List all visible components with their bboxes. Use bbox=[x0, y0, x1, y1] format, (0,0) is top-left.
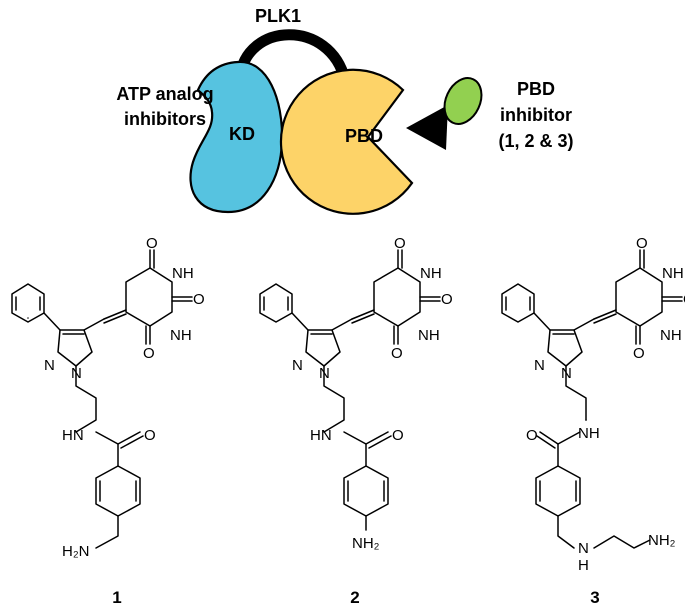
compound-3-atom-n: N bbox=[534, 357, 545, 374]
compound-2-atom-n: N bbox=[292, 357, 303, 374]
pbd-inhibitor-label-line1: PBD bbox=[517, 79, 555, 99]
compound-1-atom-o3: O bbox=[143, 345, 155, 362]
compound-3-atoms: N N O NH O NH O NH O N H NH₂ bbox=[526, 235, 685, 574]
compound-2-structure: N N O NH O NH O HN O NH₂ 2 bbox=[259, 235, 453, 607]
compound-2-number: 2 bbox=[350, 588, 359, 607]
compound-3-structure: N N O NH O NH O NH O N H NH₂ 3 bbox=[501, 235, 685, 607]
atp-label-line1: ATP analog bbox=[116, 84, 213, 104]
compound-3-atom-amide-nh: NH bbox=[578, 425, 600, 442]
compound-1-atom-o2: O bbox=[193, 291, 205, 308]
pbd-domain-shape bbox=[279, 68, 414, 215]
compound-2-atom-o2: O bbox=[441, 291, 453, 308]
atp-label-line2: inhibitors bbox=[124, 109, 206, 129]
compound-3-atom-tail-h: H bbox=[578, 557, 589, 574]
pbd-inhibitor-wedge bbox=[406, 105, 448, 150]
compound-1-atom-amide-nh: HN bbox=[62, 427, 84, 444]
compound-2-atoms: N N O NH O NH O HN O NH₂ bbox=[292, 235, 453, 552]
compound-3-atom-nh1: NH bbox=[662, 265, 684, 282]
compound-3-atom-n2: N bbox=[561, 365, 572, 382]
compound-1-structure: N N O NH O NH O HN O H₂N 1 bbox=[11, 235, 205, 607]
compound-1-atom-nh1: NH bbox=[172, 265, 194, 282]
compound-3-atom-tail-n: N bbox=[578, 540, 589, 557]
pbd-label: PBD bbox=[345, 126, 383, 146]
compound-3-atom-o3: O bbox=[633, 345, 645, 362]
compound-2-atom-nh1: NH bbox=[420, 265, 442, 282]
pbd-inhibitor-label-line2: inhibitor bbox=[500, 105, 572, 125]
compound-3-atom-o1: O bbox=[636, 235, 648, 252]
compound-2-atom-o3: O bbox=[391, 345, 403, 362]
compound-3-atom-o2: O bbox=[683, 291, 685, 308]
pbd-inhibitor-label-line3: (1, 2 & 3) bbox=[498, 131, 573, 151]
compound-1-atom-n: N bbox=[44, 357, 55, 374]
compound-3-atom-amide-o: O bbox=[526, 427, 538, 444]
compound-2-bonds bbox=[259, 249, 441, 531]
plk1-linker bbox=[234, 29, 351, 86]
compound-1-bonds bbox=[11, 249, 193, 549]
compound-3-number: 3 bbox=[590, 588, 599, 607]
compound-3-bonds bbox=[501, 249, 683, 549]
compound-1-atom-amide-o: O bbox=[144, 427, 156, 444]
compound-3-atom-tail: NH₂ bbox=[648, 532, 676, 549]
compound-1-atom-tail: H₂N bbox=[62, 543, 90, 560]
plk1-domain-diagram: PLK1 KD PBD ATP analog inhibitors PBD in… bbox=[116, 6, 574, 215]
compound-3-atom-nh2: NH bbox=[660, 327, 682, 344]
plk1-label: PLK1 bbox=[255, 6, 301, 26]
compound-2-atom-tail: NH₂ bbox=[352, 535, 380, 552]
compound-2-atom-o1: O bbox=[394, 235, 406, 252]
compound-1-number: 1 bbox=[112, 588, 121, 607]
compound-2-atom-nh2: NH bbox=[418, 327, 440, 344]
compound-2-atom-n2: N bbox=[319, 365, 330, 382]
compound-1-atom-o1: O bbox=[146, 235, 158, 252]
pbd-inhibitor-shape bbox=[443, 77, 483, 125]
kd-label: KD bbox=[229, 124, 255, 144]
compound-2-atom-amide-nh: HN bbox=[310, 427, 332, 444]
compound-1-atom-nh2: NH bbox=[170, 327, 192, 344]
compound-1-atom-n2: N bbox=[71, 365, 82, 382]
compound-1-atoms: N N O NH O NH O HN O H₂N bbox=[44, 235, 205, 560]
compound-2-atom-amide-o: O bbox=[392, 427, 404, 444]
